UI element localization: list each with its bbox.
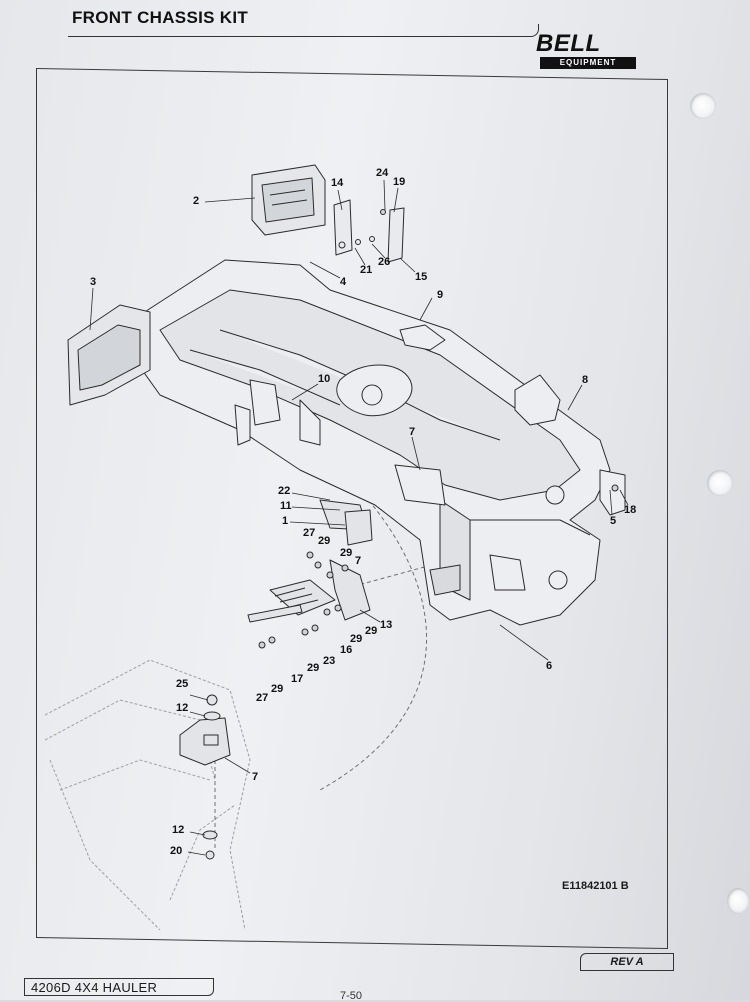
- callout-17: 17: [291, 673, 304, 685]
- callout-22: 22: [278, 485, 291, 497]
- callout-29-f: 29: [271, 683, 284, 695]
- callout-12-bottom: 12: [172, 824, 185, 836]
- header-rule: [68, 24, 539, 37]
- front-chassis-frame: [134, 259, 626, 626]
- brand-logo-subtitle: EQUIPMENT: [540, 57, 636, 69]
- callout-29-e: 29: [307, 662, 320, 674]
- leader-lines: [89, 179, 629, 856]
- page-number: 7-50: [340, 990, 363, 1002]
- callout-29-a: 29: [318, 535, 331, 547]
- callout-11: 11: [280, 500, 292, 512]
- drawing-number: E11842101 B: [562, 880, 629, 892]
- callout-29-c: 29: [365, 625, 378, 637]
- brand-logo-text: BELL: [536, 30, 601, 57]
- fasteners: [258, 209, 619, 649]
- callout-4: 4: [340, 276, 347, 288]
- callout-29-b: 29: [340, 547, 353, 559]
- page-title: FRONT CHASSIS KIT: [72, 8, 249, 27]
- callout-9: 9: [437, 289, 444, 301]
- callout-1: 1: [282, 515, 289, 527]
- callout-7-top: 7: [409, 426, 416, 438]
- callout-18: 18: [624, 504, 637, 516]
- callout-7-mid: 7: [355, 555, 362, 567]
- callout-13: 13: [380, 619, 393, 631]
- binder-hole-top: [690, 93, 716, 119]
- callout-20: 20: [170, 845, 183, 857]
- callout-6: 6: [546, 660, 553, 672]
- callout-3: 3: [90, 276, 97, 288]
- callout-12-top: 12: [176, 702, 189, 714]
- callout-25: 25: [176, 678, 189, 690]
- model-label: 4206D 4X4 HAULER: [24, 978, 214, 996]
- headlight-housing-3: [67, 304, 151, 406]
- ghost-chassis-outline: [44, 659, 251, 931]
- callout-10: 10: [318, 373, 331, 385]
- callout-27-top: 27: [303, 527, 316, 539]
- bracket-14-15: [333, 199, 405, 263]
- callout-26: 26: [378, 256, 391, 268]
- callout-29-d: 29: [350, 633, 363, 645]
- callout-8: 8: [582, 374, 589, 386]
- revision-label: REV A: [580, 953, 674, 971]
- callout-23: 23: [323, 655, 336, 667]
- callout-7-bottom: 7: [252, 771, 259, 783]
- callout-27-bottom: 27: [256, 692, 269, 704]
- callout-15: 15: [415, 271, 428, 283]
- callout-24: 24: [376, 167, 389, 179]
- binder-hole-bottom: [727, 888, 749, 914]
- callout-19: 19: [393, 176, 406, 188]
- callout-5: 5: [610, 515, 617, 527]
- callout-2: 2: [193, 195, 200, 207]
- callout-14: 14: [331, 177, 344, 189]
- callout-16: 16: [340, 644, 353, 656]
- binder-hole-middle: [707, 470, 733, 496]
- headlight-housing-2: [251, 164, 326, 236]
- engine-mount-7: [179, 694, 231, 860]
- step-assembly: [247, 499, 373, 623]
- callout-21: 21: [360, 264, 373, 276]
